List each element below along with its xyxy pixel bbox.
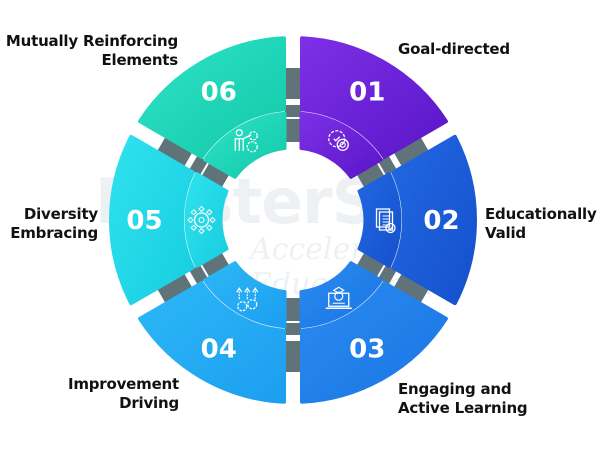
segment-number: 05 [126,206,162,236]
label-line: Educationally [485,205,597,223]
connector-bar [378,264,397,285]
diversity-gear-icon [187,205,216,235]
outer-segment-03 [299,281,448,404]
segment-05: 05 [109,134,229,306]
connector-bar [154,132,195,171]
connector-bar [378,155,397,176]
online-graduation-icon [325,286,352,309]
label-line: Active Learning [398,399,528,417]
outer-segment-06 [138,36,287,159]
label-line: Valid [485,224,526,242]
connector-bar [391,132,432,171]
label-mutually-reinforcing-elements: Mutually Reinforcing Elements [6,32,178,70]
outer-segment-05 [109,134,195,306]
label-line: Improvement [67,375,179,393]
connector-bar [356,162,385,188]
outer-segment-01 [299,36,448,159]
segment-01: 01 [299,36,448,179]
presenter-gears-icon [234,129,258,153]
label-engaging-active-learning: Engaging and Active Learning [398,380,528,418]
label-line: Mutually Reinforcing [5,32,178,50]
segment-04: 04 [138,261,287,404]
segment-number: 02 [423,206,459,236]
label-line: Driving [119,394,179,412]
inner-segment-05 [184,172,229,268]
label-improvement-driving: Improvement Driving [68,375,179,413]
connector-bar [154,269,195,308]
segment-number: 06 [201,77,237,107]
label-diversity-embracing: Diversity Embracing [10,205,98,243]
gear-target-icon [328,130,349,151]
inner-segment-03 [299,261,383,329]
inner-segment-06 [203,111,287,179]
inner-segment-04 [203,261,287,329]
connector-bar [391,269,432,308]
label-goal-directed: Goal-directed [398,40,510,59]
segment-number: 01 [349,77,385,107]
gears-arrows-up-icon [236,287,259,312]
connector-bar [189,155,208,176]
connector-bar [201,252,230,278]
segment-number: 04 [201,335,237,365]
label-line: Diversity [23,205,98,223]
segment-02: 02 [357,134,477,306]
label-line: Engaging and [398,380,512,398]
label-educationally-valid: Educationally Valid [485,205,597,243]
inner-segment-01 [299,111,383,179]
label-line: Elements [101,51,178,69]
segment-06: 06 [138,36,287,179]
outer-segment-04 [138,281,287,404]
label-line: Goal-directed [398,40,510,58]
connector-bar [201,162,230,188]
label-line: Embracing [10,224,98,242]
connector-bar [356,252,385,278]
document-check-icon [375,208,396,234]
segment-03: 03 [299,261,448,404]
connector-bar [189,264,208,285]
segment-number: 03 [349,335,385,365]
outer-segment-02 [391,134,477,306]
